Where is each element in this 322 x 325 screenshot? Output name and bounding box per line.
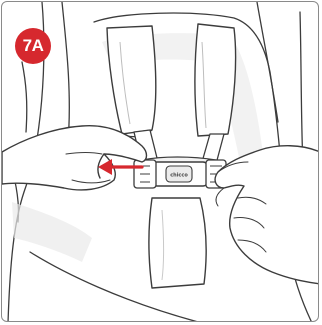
- instruction-panel: chicco 7A: [1, 1, 319, 322]
- left-shoulder-pad: [107, 26, 156, 137]
- left-hand: [2, 126, 147, 190]
- crotch-pad: [149, 198, 206, 288]
- harness-buckle[interactable]: chicco: [134, 160, 226, 188]
- step-label: 7A: [23, 36, 44, 56]
- step-badge: 7A: [15, 28, 51, 64]
- right-shoulder-pad: [195, 24, 236, 136]
- right-hand: [215, 146, 319, 284]
- buckle-brand-text: chicco: [170, 173, 188, 179]
